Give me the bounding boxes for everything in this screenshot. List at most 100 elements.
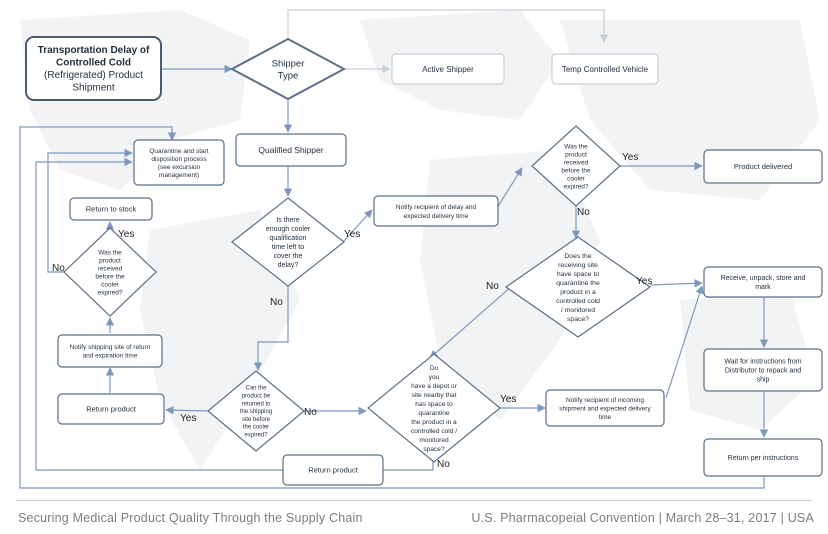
edge-label-no-depot: No — [437, 459, 450, 470]
return-to-stock-box — [69, 197, 153, 221]
enough-time-line: cover the — [274, 253, 303, 260]
active-shipper-line: Active Shipper — [422, 65, 474, 74]
enough-time-line: enough cooler — [266, 226, 311, 233]
return-per-instructions-line: Return per instructions — [728, 455, 799, 462]
edge-label-yes-left: Yes — [118, 229, 134, 240]
enough-time-line: Is there — [276, 217, 299, 224]
qualified-shipper-text: Qualified Shipper — [258, 145, 323, 155]
edge-notify-to-topdiamond — [496, 167, 523, 209]
return-product-left-text: Return product — [86, 405, 137, 414]
return-product-left-line: Return product — [86, 405, 137, 414]
product-delivered-box — [703, 149, 823, 184]
edge-label-yes-enough: Yes — [344, 229, 360, 240]
receiving-space-line: controlled cold — [556, 298, 600, 305]
footer-right-text: U.S. Pharmacopeial Convention | March 28… — [471, 511, 814, 525]
notify-incoming-box — [545, 389, 665, 427]
can-return-line: product be — [242, 394, 271, 400]
edge-label-yes-depot: Yes — [500, 394, 516, 405]
active-shipper-text: Active Shipper — [422, 65, 474, 74]
was-received-left-line: cooler — [101, 281, 120, 288]
can-return-diamond — [207, 370, 305, 452]
edge-label-yes-can-return: Yes — [180, 413, 196, 424]
qualified-shipper-line: Qualified Shipper — [258, 145, 323, 155]
edge-left-no — [47, 148, 133, 273]
depot-line: quarantine — [418, 410, 449, 417]
notify-incoming-line: shipment and expected delivery — [559, 405, 651, 412]
return-per-instructions-node: Return per instructions — [703, 438, 823, 477]
was-received-left-line: received — [98, 265, 123, 272]
edge-label-yes-space: Yes — [636, 276, 652, 287]
edge-space-yes — [649, 279, 703, 288]
receiving-space-line: space? — [567, 316, 589, 323]
notify-incoming-line: Notify recipient of incoming — [566, 397, 644, 404]
notify-delay-line: Notify recipient of delay and — [396, 204, 477, 211]
edge-label-no-can-return: No — [304, 407, 317, 418]
receiving-space-line: have space to — [557, 271, 600, 278]
enough-time-line: time left to — [272, 244, 304, 251]
temp-vehicle-node: Temp Controlled Vehicle — [551, 53, 659, 85]
notify-delay-box — [373, 195, 499, 227]
quarantine-line: management) — [159, 172, 199, 179]
was-received-left-diamond — [63, 227, 157, 317]
title-line: (Refrigerated) Product — [44, 70, 143, 81]
edge-label-no-space: No — [486, 281, 499, 292]
was-received-top-line: product — [565, 151, 587, 158]
product-delivered-node: Product delivered — [703, 149, 823, 184]
was-received-top-line: received — [564, 159, 589, 166]
title-line: Shipment — [72, 82, 114, 93]
shipper-type-line: Type — [278, 70, 299, 81]
return-to-stock-node: Return to stock — [69, 197, 153, 221]
quarantine-line: (see excursion — [158, 164, 201, 171]
was-received-top-line: before the — [561, 167, 591, 174]
edge-label-no-top: No — [577, 207, 590, 218]
depot-line: the product in a — [411, 419, 457, 426]
receiving-space-line: / monitored — [561, 307, 595, 314]
shipper-type-line: Shipper — [272, 58, 305, 69]
can-return-line: expired? — [244, 433, 268, 439]
connectors — [19, 9, 769, 489]
edge-return-instructions-loop — [19, 126, 765, 489]
receiving-space-line: Does the — [564, 253, 591, 260]
was-received-top-line: Was the — [564, 143, 588, 150]
quarantine-line: disposition process — [151, 156, 207, 163]
return-product-bottom-box — [282, 454, 384, 486]
receiving-space-line: receiving site — [558, 262, 598, 269]
footer-divider — [16, 500, 812, 501]
wait-instructions-box — [703, 348, 823, 392]
qualified-shipper-node: Qualified Shipper — [235, 133, 347, 167]
edge-depot-no — [365, 460, 434, 475]
edge-notify-incoming-to-receive — [665, 285, 704, 399]
depot-line: have a depot or — [411, 383, 458, 390]
return-product-bottom-text: Return product — [308, 466, 359, 475]
temp-vehicle-line: Temp Controlled Vehicle — [562, 65, 649, 74]
can-return-line: returned to — [241, 401, 271, 407]
edge-enough-yes — [342, 209, 373, 243]
return-product-bottom-node: Return product — [282, 454, 384, 486]
receive-unpack-line: mark — [755, 284, 771, 291]
receiving-space-line: product in a — [560, 289, 596, 296]
edge-label-no-left: No — [52, 263, 65, 274]
wait-instructions-line: ship — [757, 376, 770, 383]
wait-instructions-line: Wait for instructions from — [724, 358, 801, 365]
depot-line: space? — [423, 446, 445, 453]
title-line: Controlled Cold — [56, 57, 131, 68]
return-per-instructions-text: Return per instructions — [728, 455, 799, 462]
